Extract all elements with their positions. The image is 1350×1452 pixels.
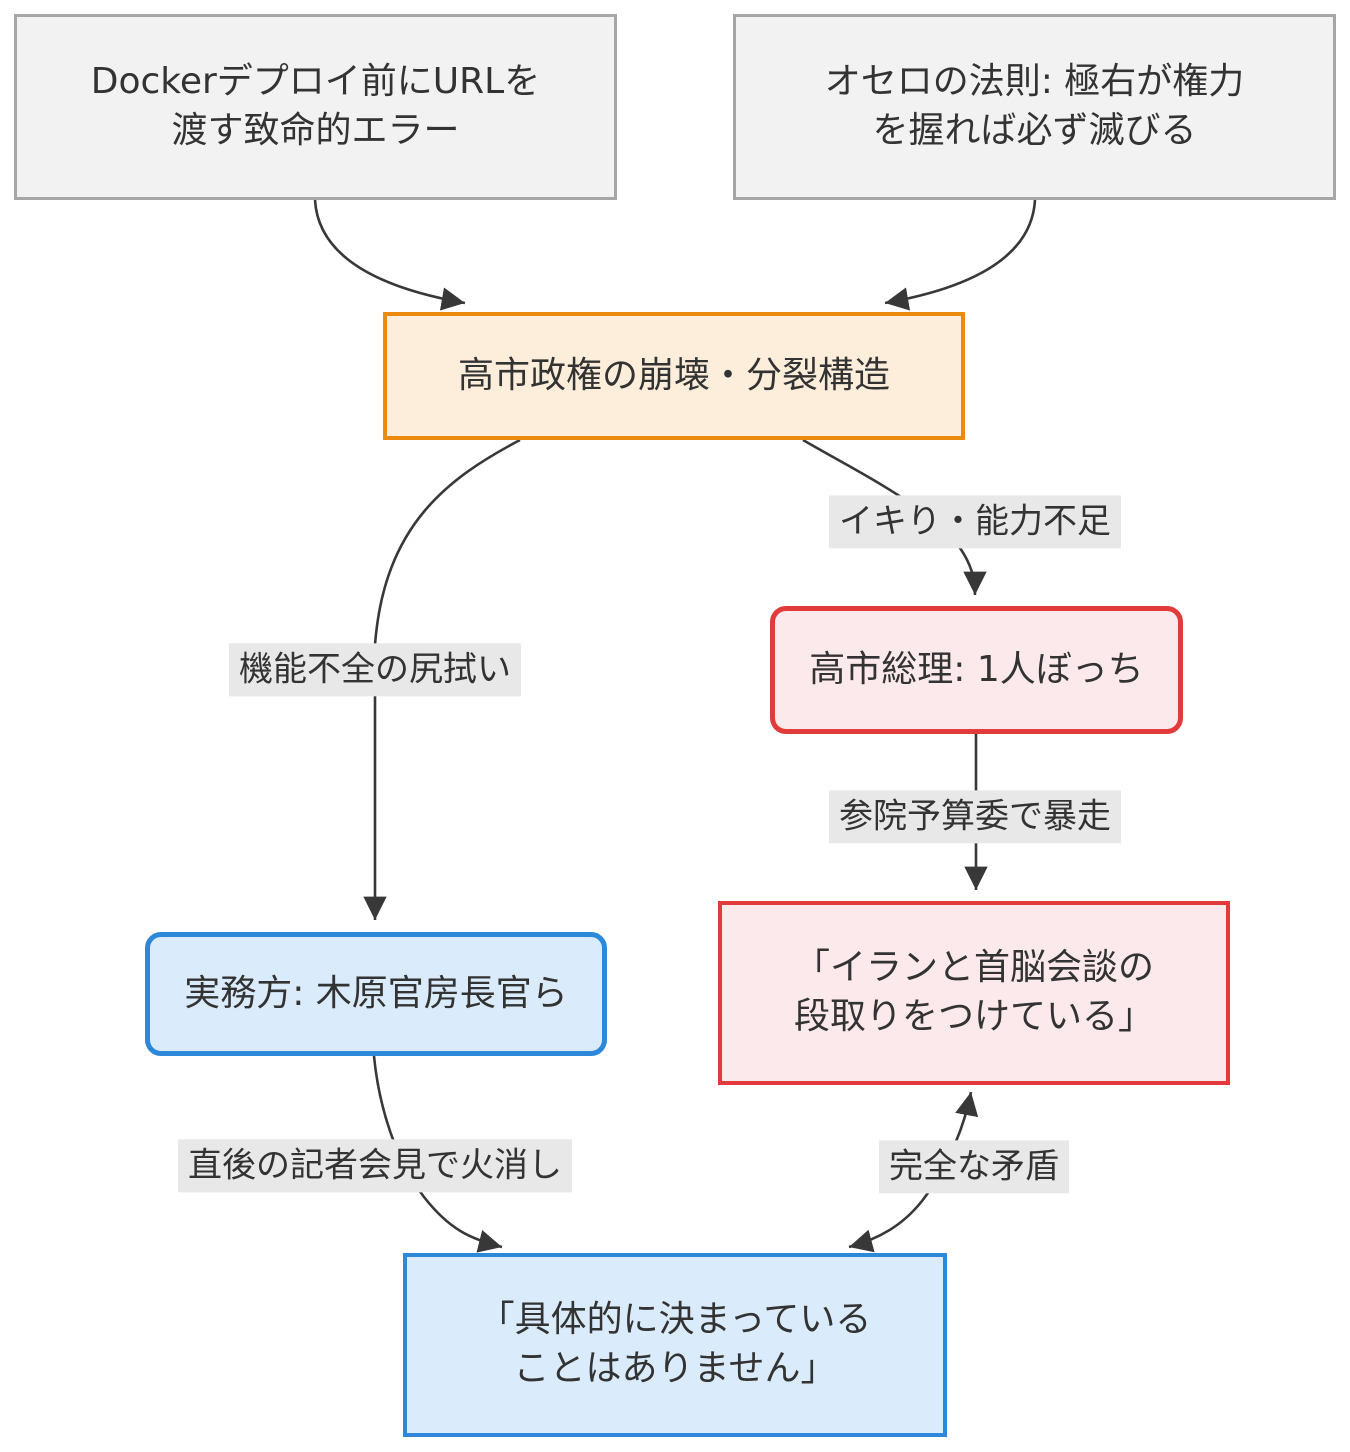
node-docker-error: Dockerデプロイ前にURLを 渡す致命的エラー [14, 14, 617, 200]
node-iran-summit-quote: 「イランと首脳会談の 段取りをつけている」 [718, 901, 1230, 1085]
node-othello-law-label: オセロの法則: 極右が権力 を握れば必ず滅びる [824, 61, 1245, 151]
node-othello-law: オセロの法則: 極右が権力 を握れば必ず滅びる [733, 14, 1336, 200]
node-kihara-staff-label: 実務方: 木原官房長官ら [184, 972, 568, 1014]
edge-label-shirinugui: 機能不全の尻拭い [229, 643, 521, 697]
node-kihara-staff: 実務方: 木原官房長官ら [145, 932, 607, 1056]
node-collapse-structure-label: 高市政権の崩壊・分裂構造 [457, 354, 890, 396]
edge-label-ikiri: イキり・能力不足 [829, 495, 1121, 549]
node-nothing-decided: 「具体的に決まっている ことはありません」 [403, 1253, 947, 1437]
node-iran-summit-quote-label: 「イランと首脳会談の 段取りをつけている」 [793, 947, 1154, 1037]
edge-collapse-to-kihara [363, 438, 521, 920]
node-collapse-structure: 高市政権の崩壊・分裂構造 [383, 312, 965, 440]
edge-label-kanzen-mujun: 完全な矛盾 [879, 1140, 1069, 1194]
node-takaichi-alone: 高市総理: 1人ぼっち [770, 606, 1183, 734]
node-docker-error-label: Dockerデプロイ前にURLを 渡す致命的エラー [90, 61, 541, 151]
node-nothing-decided-label: 「具体的に決まっている ことはありません」 [478, 1299, 872, 1389]
node-takaichi-alone-label: 高市総理: 1人ぼっち [809, 648, 1144, 690]
edge-docker-to-collapse [313, 199, 466, 311]
edge-label-kishakaiken: 直後の記者会見で火消し [178, 1139, 572, 1193]
edge-label-sanin-yosan: 参院予算委で暴走 [829, 790, 1121, 844]
edge-othello-to-collapse [884, 199, 1037, 311]
edge-iran-nothing-bidirectional [848, 1091, 979, 1253]
